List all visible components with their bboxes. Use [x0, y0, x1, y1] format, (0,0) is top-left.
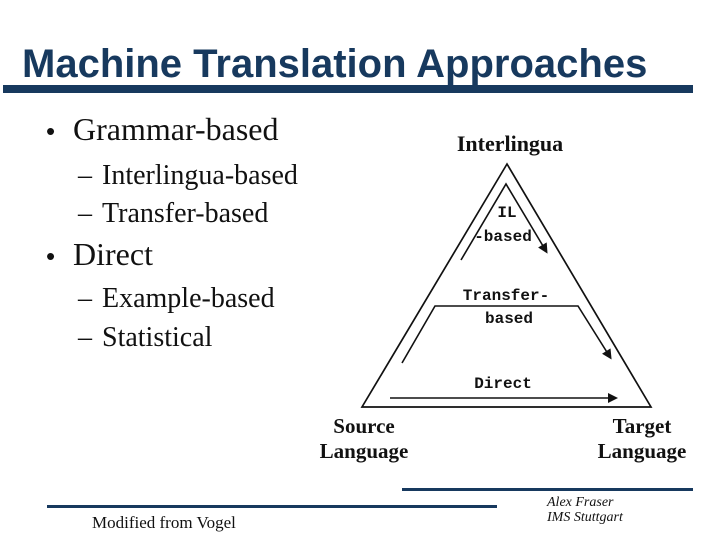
bullet-icon: • [46, 241, 56, 271]
transfer-based-label-line1: Transfer- [462, 287, 550, 305]
dash-icon: – [78, 160, 92, 191]
dash-icon: – [78, 322, 92, 353]
bullet-label: Interlingua-based [102, 160, 298, 191]
dash-icon: – [78, 283, 92, 314]
bullet-label: Statistical [102, 322, 213, 353]
source-language-label: Source Language [320, 414, 409, 464]
footer-rule-left [47, 505, 497, 508]
bullet-item-interlingua-based: –Interlingua-based [78, 162, 298, 190]
bullet-label: Direct [73, 236, 153, 272]
page-title: Machine Translation Approaches [22, 42, 648, 86]
il-based-label-line2: -based [474, 228, 532, 246]
transfer-based-label-line2: based [484, 310, 534, 328]
bullet-item-direct: • Direct [46, 238, 153, 272]
bullet-item-example-based: –Example-based [78, 285, 275, 313]
il-arrow [460, 182, 548, 261]
footer-rule-right [402, 488, 693, 491]
target-label-line2: Language [597, 439, 687, 463]
title-underline [3, 85, 693, 93]
bullet-item-transfer-based: –Transfer-based [78, 200, 268, 228]
bullet-label: Example-based [102, 283, 275, 314]
source-label-line2: Language [319, 439, 409, 463]
bullet-item-grammar-based: • Grammar-based [46, 113, 278, 147]
bullet-label: Transfer-based [102, 198, 269, 229]
il-based-label-line1: IL [497, 204, 517, 222]
author-block: Alex Fraser IMS Stuttgart [547, 495, 623, 525]
bullet-label: Grammar-based [73, 111, 279, 147]
dash-icon: – [78, 198, 92, 229]
author-name: Alex Fraser [547, 495, 614, 510]
target-label-line1: Target [612, 414, 672, 438]
author-affiliation: IMS Stuttgart [547, 510, 623, 525]
triangle-outline [360, 162, 653, 408]
source-label-line1: Source [333, 414, 395, 438]
target-language-label: Target Language [598, 414, 687, 464]
transfer-arrow [401, 305, 612, 364]
credit-text: Modified from Vogel [92, 513, 236, 532]
direct-label: Direct [474, 375, 532, 393]
bullet-item-statistical: –Statistical [78, 324, 212, 352]
interlingua-label: Interlingua [456, 131, 564, 156]
bullet-icon: • [46, 116, 56, 146]
